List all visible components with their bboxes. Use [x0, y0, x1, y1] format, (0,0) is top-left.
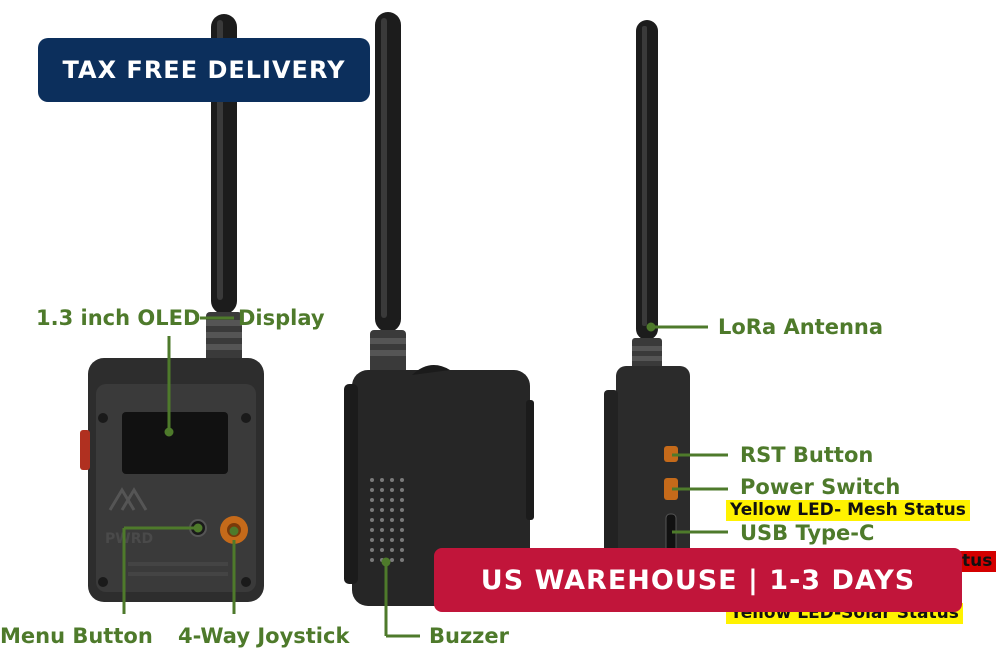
label-buzzer: Buzzer — [429, 624, 510, 648]
device-side — [604, 20, 690, 586]
device-back — [344, 12, 534, 606]
label-usb: USB Type-C — [740, 521, 875, 545]
label-oled-left: 1.3 inch OLED — [36, 306, 201, 330]
us-warehouse-badge: US WAREHOUSE | 1-3 DAYS — [434, 548, 962, 612]
tax-free-badge: TAX FREE DELIVERY — [38, 38, 370, 102]
label-charge-status-partial: tus — [958, 551, 997, 572]
power-switch — [664, 478, 678, 500]
label-menu-button: Menu Button — [0, 624, 153, 648]
label-lora-antenna: LoRa Antenna — [718, 315, 884, 339]
rst-button — [664, 446, 678, 462]
label-mesh-status: Yellow LED- Mesh Status — [726, 500, 970, 521]
label-rst-button: RST Button — [740, 443, 874, 467]
oled-display — [122, 412, 228, 474]
device-marking: PWRD — [105, 531, 153, 547]
pointer-lines — [122, 316, 728, 638]
label-joystick: 4-Way Joystick — [178, 624, 350, 648]
device-back-body — [352, 370, 530, 606]
label-power-switch: Power Switch — [740, 475, 901, 499]
device-front: PWRD — [80, 14, 264, 602]
label-oled-right: Display — [238, 306, 325, 330]
antenna-back — [375, 12, 401, 332]
buzzer-grille — [370, 478, 404, 562]
